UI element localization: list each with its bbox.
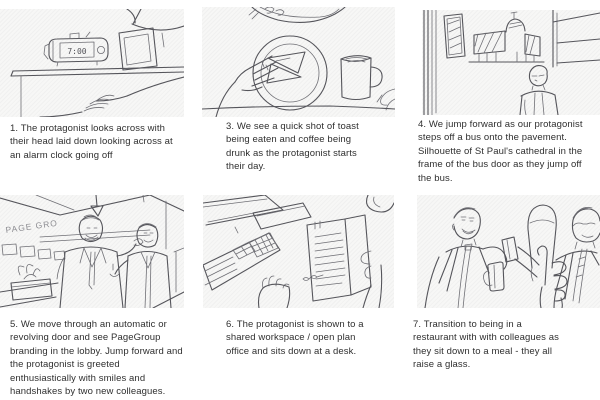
- bedside-lamp-icon: [126, 9, 184, 48]
- glasses-doodle-icon: [302, 274, 324, 281]
- keyboard-icon: [203, 232, 281, 291]
- colleague-one-icon: [56, 214, 144, 308]
- nightstand-icon: [10, 66, 184, 117]
- resting-hand-icon: [39, 76, 184, 117]
- colleague-left-icon: [424, 207, 508, 308]
- panel-1-sketch: 7:00: [0, 9, 184, 117]
- fruit-bowl-icon: [248, 7, 346, 23]
- bus-door-frame-icon: [423, 10, 437, 115]
- panel-4-sketch: PAGE GRO: [0, 195, 184, 308]
- building-wall-icon: [552, 10, 600, 68]
- clock-time-label: 7:00: [67, 47, 86, 56]
- sketch-office-desk: [203, 195, 394, 308]
- panel-5-sketch: [203, 195, 394, 308]
- standing-figure-icon: [519, 65, 559, 115]
- colleague-two-icon: [109, 223, 172, 308]
- panel-1-caption: 1. The protagonist looks across with the…: [10, 123, 173, 161]
- monitor-icon: [203, 195, 284, 234]
- ceiling-perspective-icon: [0, 195, 184, 217]
- alarm-clock-icon: 7:00: [43, 31, 109, 67]
- holding-hand-icon: [360, 250, 383, 308]
- plate-with-toast-icon: [252, 35, 328, 111]
- sketch-bedside-alarm-clock: 7:00: [10, 9, 184, 117]
- champagne-flute-icon: [527, 204, 557, 269]
- bus-stop-sign-icon: [443, 13, 466, 59]
- panel-4-caption: 5. We move through an automatic or revol…: [10, 319, 183, 398]
- coffee-cup-icon: [366, 195, 394, 213]
- pagegroup-wall-text: PAGE GRO: [5, 218, 59, 235]
- picture-frame-icon: [118, 27, 158, 71]
- coffee-mug-icon: [340, 55, 383, 101]
- panel-3-sketch: [422, 10, 600, 115]
- panel-2-sketch: [202, 7, 395, 117]
- panel-6-sketch: [417, 195, 600, 308]
- typing-hand-icon: [257, 275, 291, 308]
- reaching-hand-icon: [215, 55, 279, 117]
- sketch-restaurant-toast: [424, 204, 600, 308]
- panel-3-caption: 4. We jump forward as our protagonist st…: [418, 119, 583, 184]
- sketch-bus-stop: [423, 10, 600, 115]
- doorway-icon: [152, 247, 184, 308]
- panel-5-caption: 6. The protagonist is shown to a shared …: [226, 319, 364, 357]
- raised-glass-small-icon: [483, 261, 505, 292]
- st-pauls-skyline-icon: [468, 11, 545, 63]
- colleague-right-icon: [553, 207, 600, 308]
- reception-plant-icon: [0, 264, 59, 308]
- panel-6-caption: 7. Transition to being in a restaurant w…: [413, 319, 559, 371]
- open-folder-icon: [306, 214, 372, 302]
- tilted-glass-icon: [501, 236, 540, 278]
- sketch-breakfast: [202, 7, 395, 117]
- panel-2-caption: 3. We see a quick shot of toast being ea…: [226, 121, 359, 173]
- paper-sheet-icon: [252, 202, 312, 230]
- sketch-lobby-greeting: PAGE GRO: [0, 195, 184, 308]
- table-edge-line: [202, 105, 395, 110]
- second-hand-icon: [376, 88, 395, 111]
